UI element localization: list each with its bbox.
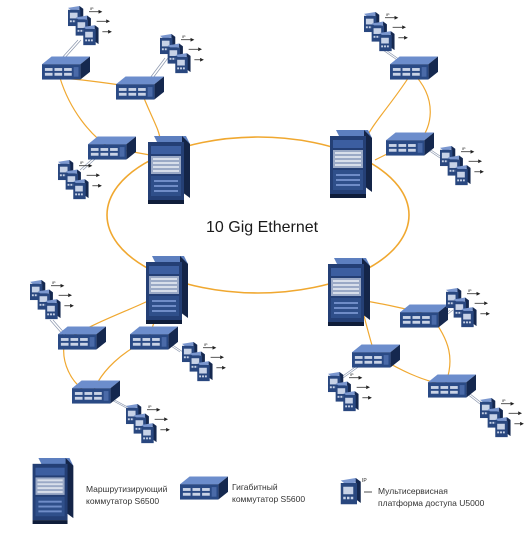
- switch-bottom-left-1: [58, 326, 106, 350]
- switch-bottom-right-2: [352, 344, 400, 368]
- switch-bottom-left-3: [72, 380, 120, 404]
- access-cluster-10: [446, 288, 490, 327]
- access-cluster-4: [364, 12, 408, 51]
- switch-top-right-1: [390, 56, 438, 80]
- access-cluster-5: [440, 146, 484, 185]
- router-bottom-right: [328, 258, 370, 326]
- switch-top-right-2: [386, 132, 434, 156]
- legend-router-icon: [32, 458, 74, 524]
- switch-top-left-2: [116, 76, 164, 100]
- router-top-right: [330, 130, 372, 198]
- access-cluster-9: [328, 372, 372, 411]
- legend-switch-icon: [180, 476, 228, 500]
- switch-bottom-left-2: [130, 326, 178, 350]
- switch-bottom-right-1: [400, 304, 448, 328]
- ring-label: 10 Gig Ethernet: [206, 219, 319, 236]
- legend: Маршрутизирующий коммутатор S6500 Гигаби…: [32, 458, 485, 524]
- access-cluster-2: [160, 34, 204, 73]
- ring-link: [106, 136, 410, 294]
- access-cluster-11: [480, 398, 524, 437]
- access-cluster-3: [58, 160, 102, 199]
- legend-access-label-2: платформа доступа U5000: [378, 498, 485, 508]
- switch-top-left-1: [42, 56, 90, 80]
- legend-router-label-1: Маршрутизирующий: [86, 484, 168, 494]
- router-bottom-left: [146, 256, 188, 324]
- legend-switch-label-1: Гигабитный: [232, 482, 278, 492]
- access-cluster-7: [182, 342, 226, 381]
- legend-access-icon: [340, 478, 361, 505]
- legend-switch-label-2: коммутатор S5600: [232, 494, 305, 504]
- router-top-left: [148, 136, 190, 204]
- switch-bottom-right-3: [428, 374, 476, 398]
- access-cluster-1: [68, 6, 112, 45]
- legend-access-ip: IP: [362, 478, 367, 484]
- legend-router-label-2: коммутатор S6500: [86, 496, 159, 506]
- switch-top-left-3: [88, 136, 136, 160]
- legend-access-label-1: Мультисервисная: [378, 486, 448, 496]
- access-cluster-8: [126, 404, 170, 443]
- access-cluster-6: [30, 280, 74, 319]
